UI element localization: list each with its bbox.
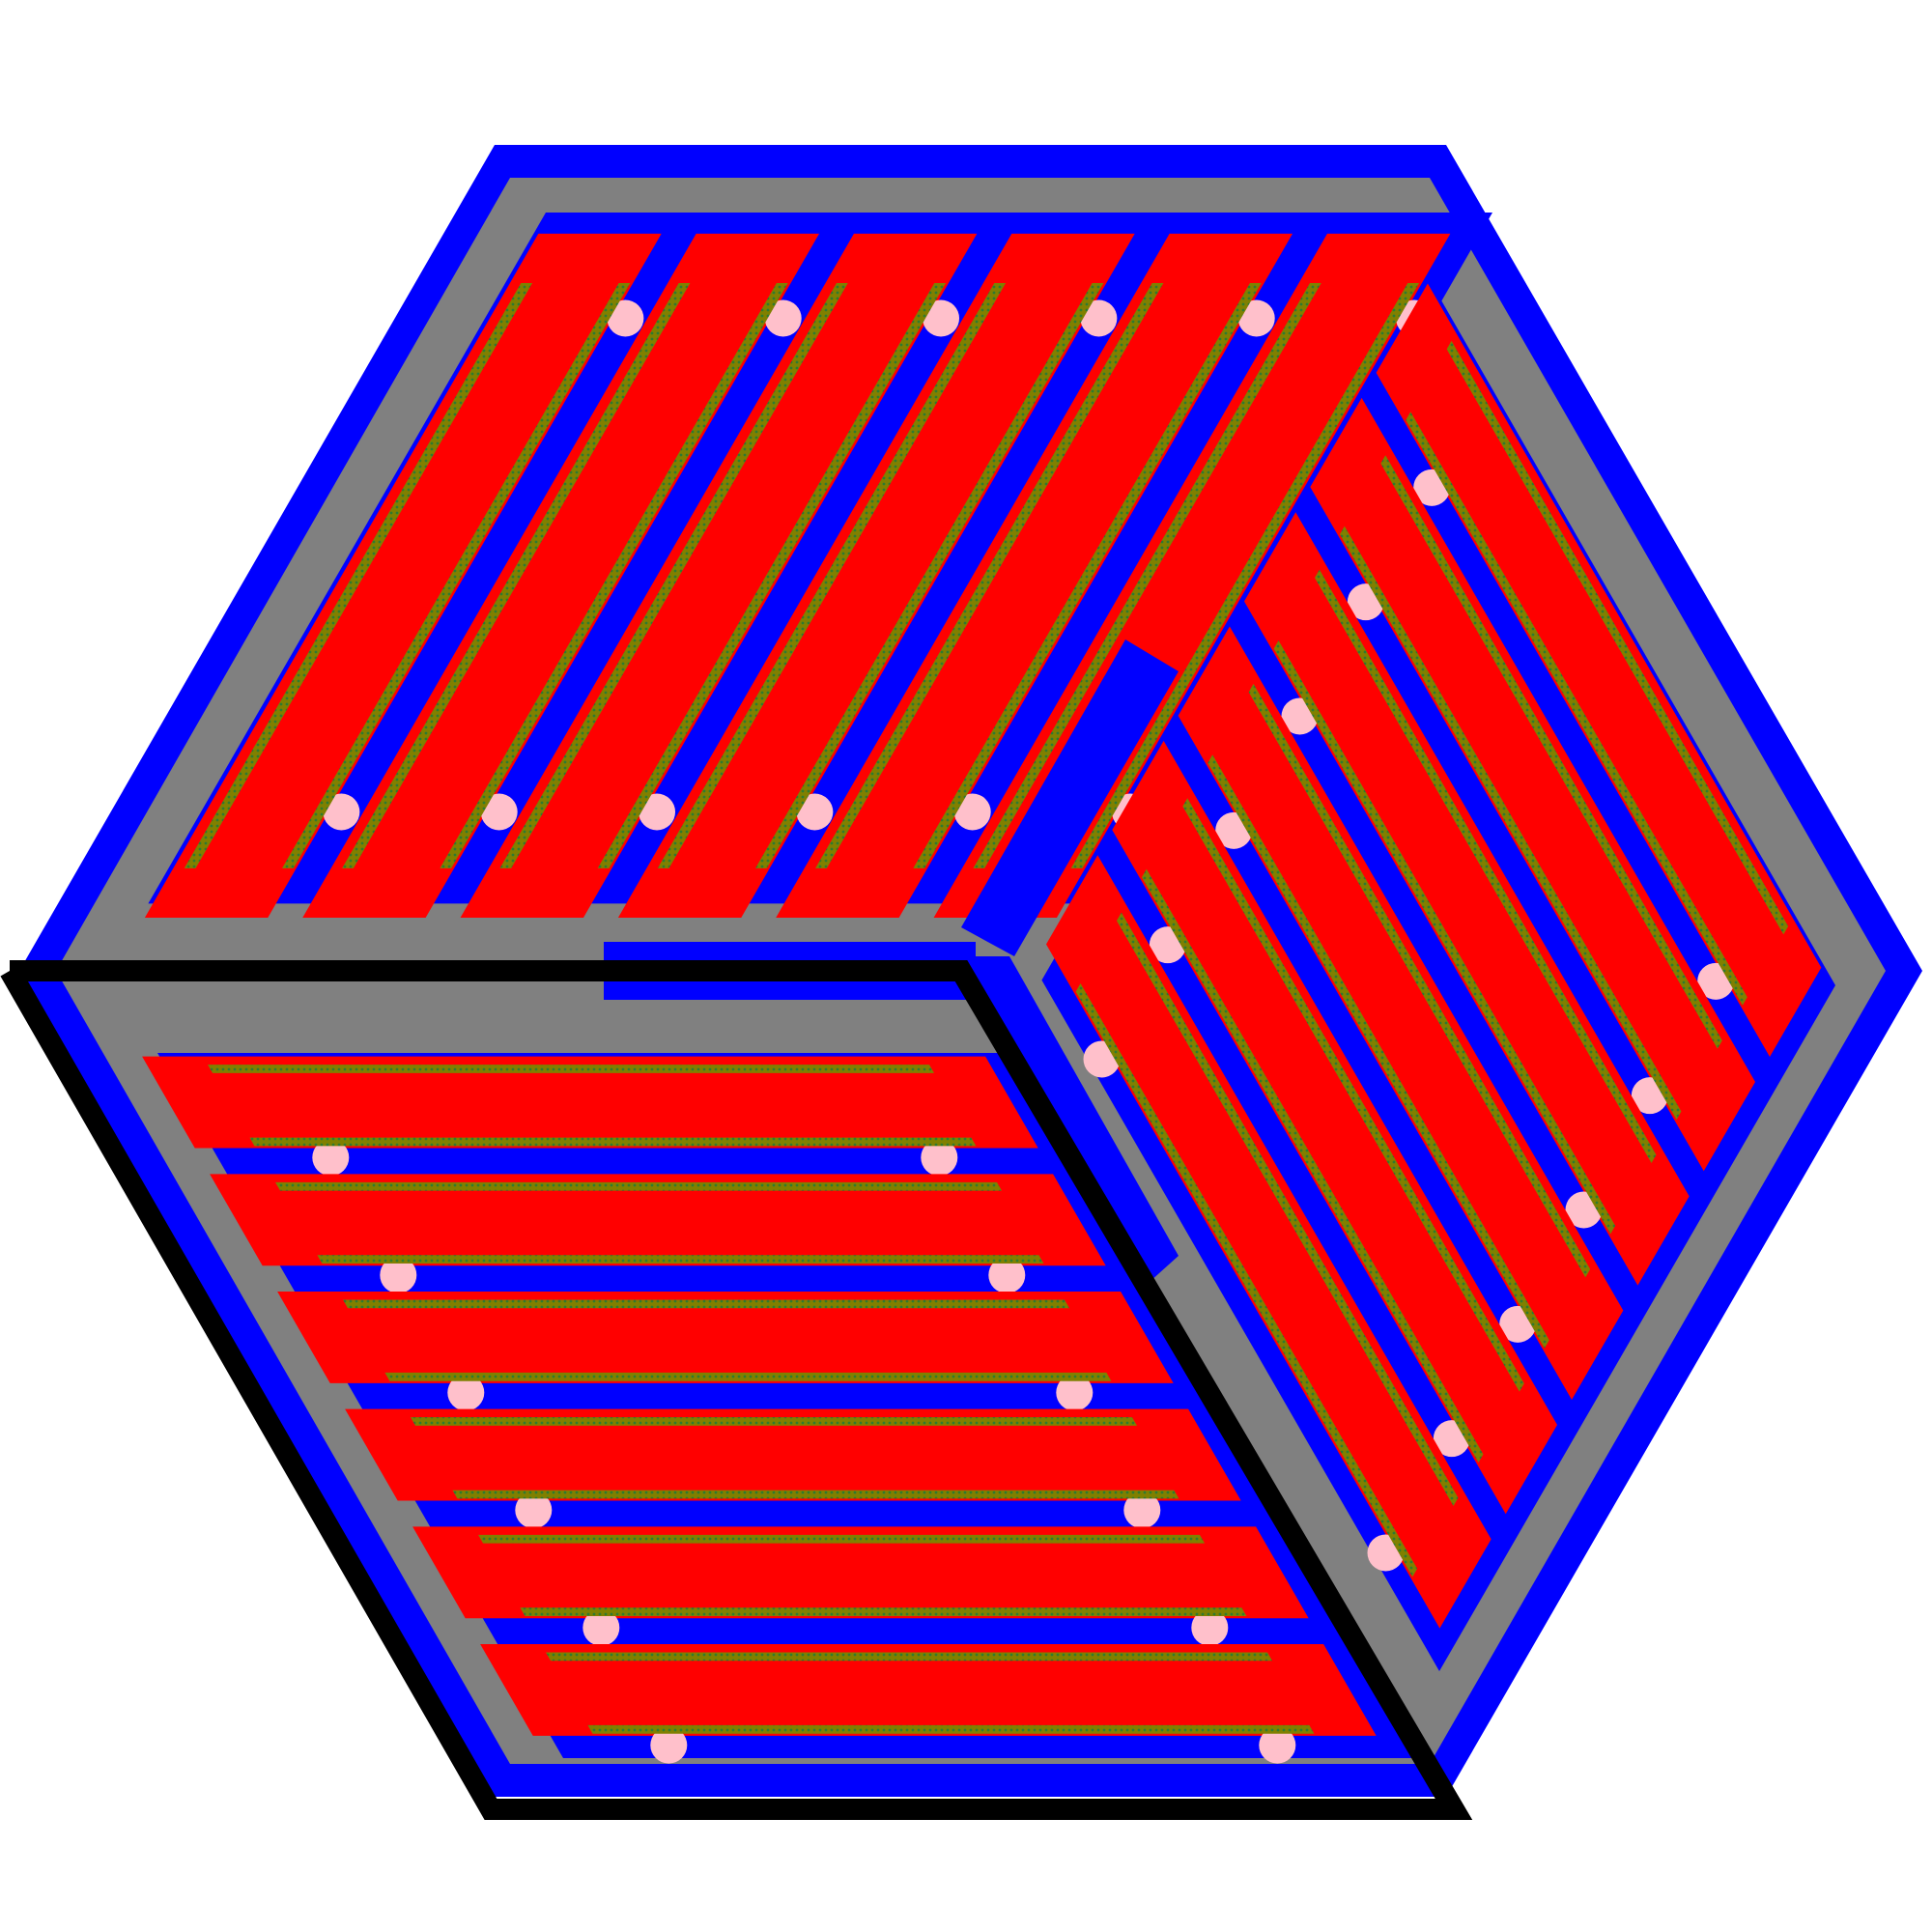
- dot: [515, 1492, 553, 1529]
- dot: [380, 1256, 417, 1293]
- dot: [607, 299, 644, 337]
- textured-strip: [249, 1137, 977, 1147]
- stripe: [460, 233, 978, 918]
- stripe: [302, 233, 820, 918]
- textured-strip: [342, 283, 691, 868]
- textured-strip: [913, 283, 1262, 868]
- dot: [1237, 299, 1275, 337]
- dot: [1259, 1726, 1296, 1764]
- textured-strip: [478, 1534, 1206, 1544]
- dot: [796, 793, 834, 831]
- stripe: [412, 1526, 1309, 1619]
- dot: [953, 793, 991, 831]
- textured-strip: [208, 1065, 935, 1073]
- textured-strip: [815, 283, 1164, 868]
- textured-strip: [546, 1652, 1273, 1662]
- textured-strip: [440, 283, 788, 868]
- dot: [921, 1139, 958, 1177]
- dot: [312, 1139, 350, 1177]
- dot: [1080, 299, 1118, 337]
- stripe: [1112, 740, 1558, 1515]
- textured-strip: [520, 1607, 1247, 1617]
- textured-strip: [452, 1490, 1179, 1499]
- dot: [988, 1256, 1026, 1293]
- bottom-face-frame: [0, 960, 1473, 1820]
- stripe: [277, 1291, 1174, 1383]
- textured-strip: [1182, 798, 1524, 1392]
- right-face: [1041, 283, 1835, 1672]
- textured-strip: [1208, 754, 1549, 1349]
- dot: [1191, 1608, 1229, 1646]
- top-left-face: [144, 213, 1492, 918]
- stripe: [480, 1643, 1377, 1736]
- textured-strip: [973, 283, 1321, 868]
- stripe: [345, 1408, 1241, 1501]
- textured-strip: [343, 1299, 1070, 1309]
- stripe: [210, 1174, 1106, 1266]
- stripe: [933, 233, 1451, 918]
- textured-strip: [1380, 455, 1722, 1049]
- dot: [650, 1726, 688, 1764]
- textured-strip: [1314, 569, 1657, 1164]
- textured-strip: [1141, 868, 1484, 1463]
- stripe: [617, 233, 1135, 918]
- face-backing: [1041, 294, 1835, 1672]
- stripe: [1045, 855, 1492, 1629]
- textured-strip: [282, 283, 631, 868]
- textured-strip: [1339, 526, 1682, 1121]
- textured-strip: [184, 283, 533, 868]
- textured-strip: [657, 283, 1007, 868]
- textured-strip: [587, 1724, 1315, 1734]
- textured-strip: [1075, 982, 1418, 1577]
- dot: [447, 1374, 485, 1411]
- stripe: [776, 233, 1293, 918]
- textured-strip: [1116, 912, 1459, 1507]
- textured-strip: [1446, 340, 1789, 935]
- dot: [323, 793, 360, 831]
- textured-strip: [317, 1255, 1044, 1264]
- stripe: [1310, 397, 1756, 1172]
- textured-strip: [1406, 412, 1747, 1006]
- stripe: [1376, 283, 1822, 1057]
- textured-strip: [1273, 639, 1616, 1235]
- dot: [1056, 1374, 1094, 1411]
- center-diagonal-bar: [961, 639, 1179, 956]
- textured-strip: [597, 283, 947, 868]
- dot: [480, 793, 518, 831]
- stripe: [1243, 512, 1690, 1286]
- textured-strip: [275, 1181, 1003, 1191]
- dot: [1123, 1492, 1161, 1529]
- textured-strip: [499, 283, 848, 868]
- dot: [764, 299, 802, 337]
- dot: [639, 793, 676, 831]
- stripe: [144, 233, 662, 918]
- textured-strip: [384, 1372, 1112, 1381]
- textured-strip: [1070, 283, 1420, 868]
- dot: [582, 1608, 620, 1646]
- dot: [923, 299, 960, 337]
- stripe: [142, 1056, 1038, 1149]
- textured-strip: [411, 1417, 1138, 1426]
- textured-strip: [1248, 683, 1591, 1278]
- stripe: [1178, 626, 1624, 1400]
- textured-strip: [755, 283, 1104, 868]
- center-lower-diagonal-bar: [961, 956, 1179, 1299]
